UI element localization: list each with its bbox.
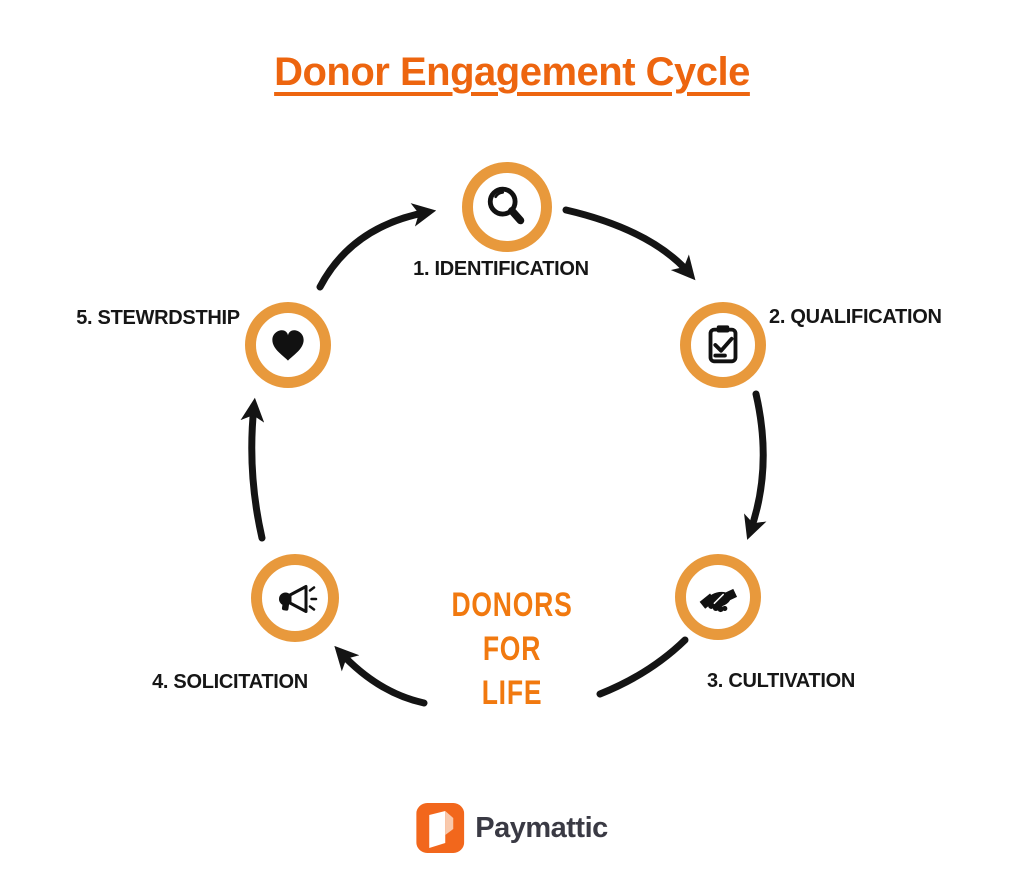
page-title: Donor Engagement Cycle (274, 50, 750, 94)
motto-line-2: FOR (482, 630, 542, 668)
clipboard-check-icon (708, 325, 738, 364)
paymattic-logo-icon (416, 803, 465, 853)
stage-circle-identification (462, 162, 552, 252)
magnifier-icon (487, 186, 525, 225)
handshake-icon (699, 588, 738, 613)
stage-label-identification: 1. IDENTIFICATION (413, 258, 589, 280)
stage-circle-cultivation (675, 554, 761, 640)
stage-label-stewardship: 5. STEWRDSTHIP (76, 307, 240, 329)
heart-icon (272, 330, 304, 361)
motto-line-1: DONORS (451, 586, 573, 624)
stage-circle-stewardship (245, 302, 331, 388)
megaphone-icon (279, 585, 318, 613)
stage-label-qualification: 2. QUALIFICATION (769, 306, 942, 328)
arrow-solicitation-to-stewardship (240, 397, 266, 542)
center-motto: DONORS FOR LIFE (451, 583, 572, 715)
stage-circle-solicitation (251, 554, 339, 642)
stage-label-cultivation: 3. CULTIVATION (706, 670, 856, 692)
arrow-cultivation-to-solicitation (334, 645, 428, 707)
arrow-cultivation-tail-segment (596, 636, 689, 698)
stage-circle-qualification (680, 302, 766, 388)
arrow-stewardship-to-identification (316, 203, 437, 291)
paymattic-logo-text: Paymattic (475, 811, 608, 844)
motto-line-3: LIFE (481, 674, 543, 712)
stage-label-solicitation: 4. SOLICITATION (152, 671, 308, 693)
arrow-qualification-to-cultivation (744, 390, 767, 540)
paymattic-logo: Paymattic (416, 803, 608, 853)
